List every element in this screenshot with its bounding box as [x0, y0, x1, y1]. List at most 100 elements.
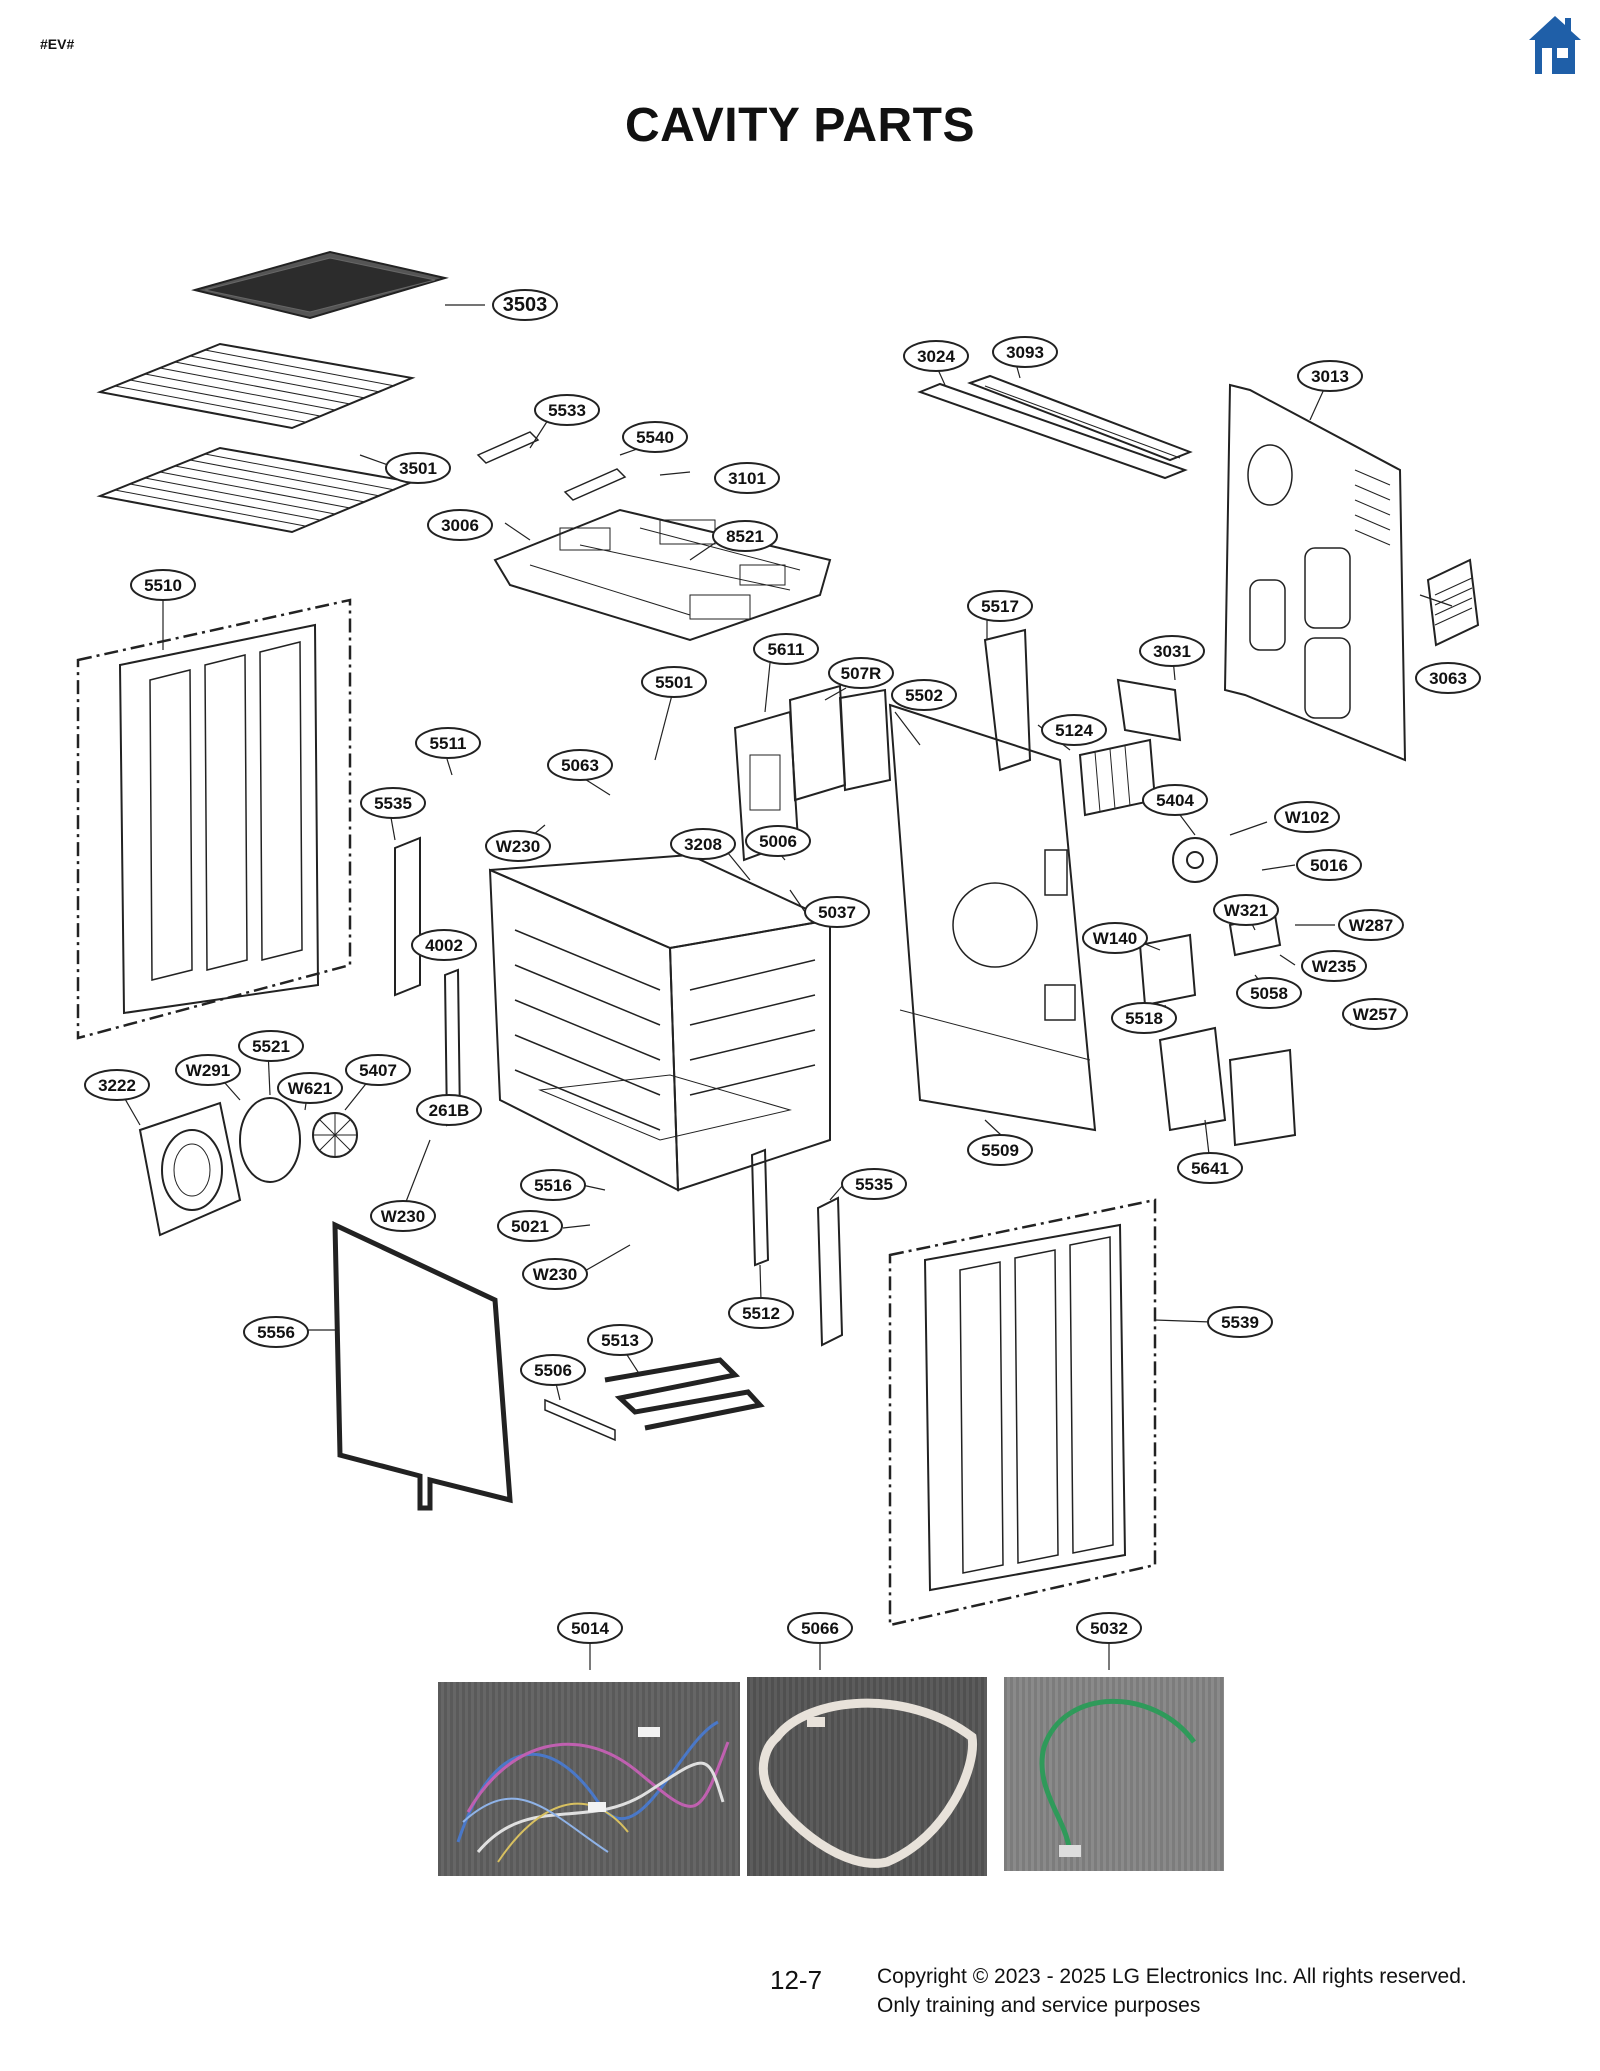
callout-5066: 5066: [787, 1612, 853, 1644]
part-number-label: 5535: [855, 1175, 893, 1194]
part-number-label: 5509: [981, 1141, 1019, 1160]
callout-bubble: [1082, 922, 1148, 954]
part-number-label: 5058: [1250, 984, 1288, 1003]
part-number-label: 3093: [1006, 343, 1044, 362]
ground-wire-photo-5032: [1004, 1677, 1224, 1871]
callout-5535: 5535: [360, 787, 426, 819]
callout-3093: 3093: [992, 336, 1058, 368]
callout-3006: 3006: [427, 509, 493, 541]
part-number-label: 5014: [571, 1619, 609, 1638]
callout-bubble: [728, 1297, 794, 1329]
callout-bubble: [670, 828, 736, 860]
callout-bubble: [967, 1134, 1033, 1166]
callout-bubble: [1139, 635, 1205, 667]
callout-W291: W291: [175, 1054, 241, 1086]
part-number-label: 5016: [1310, 856, 1348, 875]
part-number-label: 5124: [1055, 721, 1093, 740]
circuit-board-507R: [788, 684, 847, 802]
callout-bubble: [547, 749, 613, 781]
callout-bubble: [238, 1030, 304, 1062]
part-number-label: 5518: [1125, 1009, 1163, 1028]
callout-bubble: [520, 1169, 586, 1201]
part-number-label: 3208: [684, 835, 722, 854]
callout-3503: 3503: [492, 289, 558, 321]
convection-motor: [1172, 837, 1218, 883]
callout-3101: 3101: [714, 462, 780, 494]
callout-bubble: [492, 289, 558, 321]
oven-inner-door-right: [888, 1198, 1157, 1627]
callout-bubble: [828, 657, 894, 689]
callout-5032: 5032: [1076, 1612, 1142, 1644]
callout-5404: 5404: [1142, 784, 1208, 816]
callout-W230: W230: [370, 1200, 436, 1232]
callout-261B: 261B: [416, 1094, 482, 1126]
callout-bubble: [992, 336, 1058, 368]
callout-W287: W287: [1338, 909, 1404, 941]
part-number-label: 5404: [1156, 791, 1194, 810]
callout-4002: 4002: [411, 929, 477, 961]
door-gasket: [332, 1221, 513, 1511]
callout-bubble: [1142, 784, 1208, 816]
callout-bubble: [1301, 950, 1367, 982]
home-icon[interactable]: [1527, 14, 1583, 76]
part-number-label: W257: [1353, 1005, 1397, 1024]
document-tag: #EV#: [40, 36, 75, 52]
callout-bubble: [243, 1316, 309, 1348]
callout-bubble: [557, 1612, 623, 1644]
callout-3031: 3031: [1139, 635, 1205, 667]
part-number-label: 3101: [728, 469, 766, 488]
callout-bubble: [277, 1072, 343, 1104]
callout-bubble: [130, 569, 196, 601]
callout-bubble: [1177, 1152, 1243, 1184]
part-number-label: 5021: [511, 1217, 549, 1236]
callout-bubble: [497, 1210, 563, 1242]
part-number-label: 5513: [601, 1331, 639, 1350]
part-number-label: 3013: [1311, 367, 1349, 386]
bake-element: [544, 1357, 765, 1442]
callout-5016: 5016: [1296, 849, 1362, 881]
top-brackets: [476, 431, 627, 501]
part-number-label: 3031: [1153, 642, 1191, 661]
part-number-label: W140: [1093, 929, 1137, 948]
callout-bubble: [345, 1054, 411, 1086]
callout-bubble: [360, 787, 426, 819]
callout-W621: W621: [277, 1072, 343, 1104]
page-title: CAVITY PARTS: [624, 99, 976, 152]
callout-bubble: [787, 1612, 853, 1644]
part-number-label: 3503: [503, 294, 548, 316]
callout-bubble: [1041, 714, 1107, 746]
hinge-bracket-5518: [1138, 933, 1197, 1007]
callout-5506: 5506: [520, 1354, 586, 1386]
callout-bubble: [1297, 360, 1363, 392]
vent-trim-3093: [967, 374, 1193, 462]
callout-5540: 5540: [622, 421, 688, 453]
callout-bubble: [385, 452, 451, 484]
callout-5063: 5063: [547, 749, 613, 781]
air-duct: [983, 628, 1032, 772]
callout-5517: 5517: [967, 590, 1033, 622]
fan-blade-5407: [312, 1112, 358, 1158]
callout-W321: W321: [1213, 894, 1279, 926]
part-number-label: 5539: [1221, 1313, 1259, 1332]
callout-W230: W230: [522, 1258, 588, 1290]
callout-bubble: [175, 1054, 241, 1086]
callout-5124: 5124: [1041, 714, 1107, 746]
vent-trim-3024: [917, 382, 1188, 480]
callout-bubble: [804, 896, 870, 928]
part-number-label: 5506: [534, 1361, 572, 1380]
callout-507R: 507R: [828, 657, 894, 689]
top-plate: [493, 508, 832, 642]
callout-5510: 5510: [130, 569, 196, 601]
callout-5502: 5502: [891, 679, 957, 711]
callout-bubble: [1207, 1306, 1273, 1338]
callout-5518: 5518: [1111, 1002, 1177, 1034]
callout-3222: 3222: [84, 1069, 150, 1101]
part-number-label: 5535: [374, 794, 412, 813]
purpose-line: Only training and service purposes: [877, 1994, 1201, 2017]
callout-5611: 5611: [753, 633, 819, 665]
callout-8521: 8521: [712, 520, 778, 552]
part-number-label: 5512: [742, 1304, 780, 1323]
callout-5513: 5513: [587, 1324, 653, 1356]
callout-bubble: [1076, 1612, 1142, 1644]
baking-tray: [191, 250, 449, 320]
